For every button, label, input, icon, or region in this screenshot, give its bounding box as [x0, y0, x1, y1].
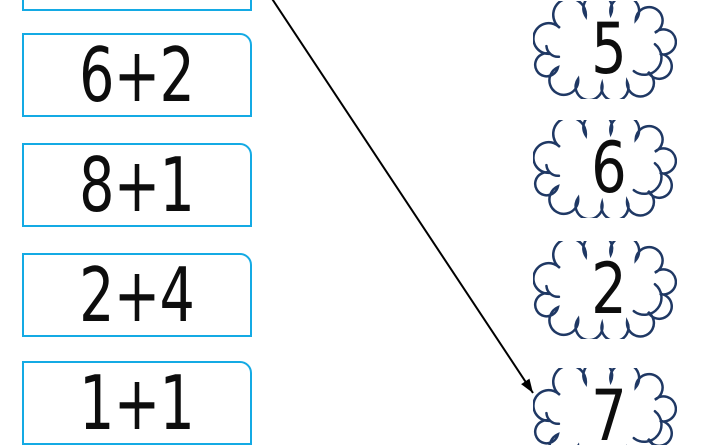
answer-value: 2	[591, 247, 627, 330]
problem-box-3[interactable]: 8+1	[22, 143, 252, 227]
problem-label: 2+4	[79, 250, 196, 339]
answer-cloud-3[interactable]: 2	[533, 241, 677, 339]
answer-cloud-4[interactable]: 7	[533, 368, 677, 445]
answer-value: 5	[591, 7, 627, 90]
answer-cloud-1[interactable]: 5	[533, 1, 677, 99]
answer-value: 7	[591, 374, 627, 445]
problem-label: 6+2	[79, 30, 196, 119]
answer-value: 6	[591, 126, 627, 209]
problem-label: 8+1	[79, 140, 196, 229]
problem-label: 1+1	[79, 358, 196, 445]
answer-cloud-2[interactable]: 6	[533, 120, 677, 218]
problem-box-2[interactable]: 6+2	[22, 33, 252, 117]
problem-box-1[interactable]	[22, 0, 252, 11]
problem-box-4[interactable]: 2+4	[22, 253, 252, 337]
problem-box-5[interactable]: 1+1	[22, 361, 252, 445]
